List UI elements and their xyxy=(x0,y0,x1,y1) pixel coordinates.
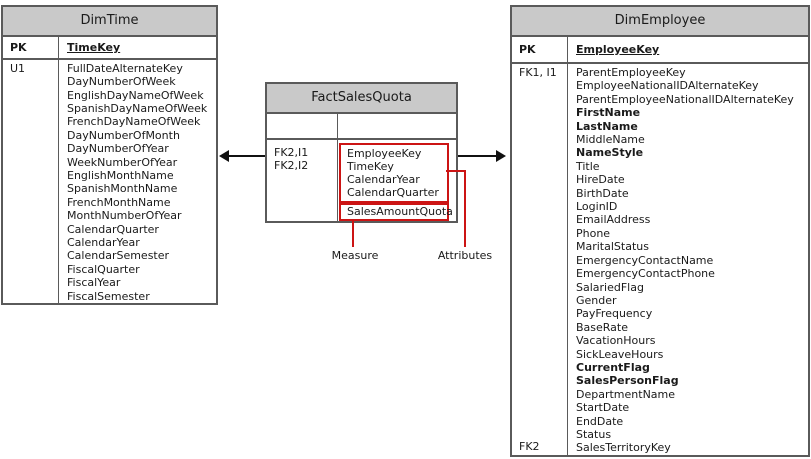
column-name: CalendarSemester xyxy=(67,249,170,263)
column-name: FullDateAlternateKey xyxy=(67,61,183,75)
measure-highlight-box: SalesAmountQuota xyxy=(339,203,453,221)
empty-name-cell xyxy=(338,114,456,138)
key-label: FK2,I1 xyxy=(274,146,309,159)
factsalesquota-table: FactSalesQuota FK2,I1 FK2,I2 EmployeeKey… xyxy=(265,82,458,223)
key-labels-cell: U1 xyxy=(3,59,59,303)
column-name: TimeKey xyxy=(347,160,394,173)
key-label: FK2 xyxy=(519,439,540,453)
column-name: EmergencyContactName xyxy=(576,253,714,267)
column-name: SalesAmountQuota xyxy=(347,205,453,218)
column-name: FiscalSemester xyxy=(67,289,150,303)
relationship-line-right xyxy=(458,155,497,157)
column-name: LastName xyxy=(576,119,638,133)
column-name: WeekNumberOfYear xyxy=(67,155,178,169)
measure-connector-line xyxy=(352,221,354,247)
column-name: SalesPersonFlag xyxy=(576,374,679,388)
column-name: FiscalYear xyxy=(67,276,121,290)
column-name: CalendarYear xyxy=(67,235,140,249)
column-name: CurrentFlag xyxy=(576,360,650,374)
column-name: ParentEmployeeKey xyxy=(576,66,686,79)
column-name: MiddleName xyxy=(576,133,645,147)
column-name: EmergencyContactPhone xyxy=(576,267,715,281)
column-name: EmployeeNationalIDAlternateKey xyxy=(576,79,759,93)
key-labels-cell: FK1, I1 FK2 xyxy=(512,64,568,455)
column-name: EndDate xyxy=(576,414,624,428)
column-name: SpanishMonthName xyxy=(67,182,178,196)
column-name: Phone xyxy=(576,226,611,240)
column-name: EnglishDayNameOfWeek xyxy=(67,88,204,102)
key-labels-cell: FK2,I1 FK2,I2 xyxy=(267,140,338,221)
pk-key-label: PK xyxy=(3,37,59,58)
column-name: CalendarYear xyxy=(347,173,420,186)
column-name: DayNumberOfYear xyxy=(67,142,169,156)
column-name: ParentEmployeeNationalIDAlternateKey xyxy=(576,92,794,106)
column-name: SalesTerritoryKey xyxy=(576,441,671,455)
column-name: SalariedFlag xyxy=(576,280,644,294)
column-name: StartDate xyxy=(576,401,630,415)
column-name: FiscalQuarter xyxy=(67,262,140,276)
relationship-line-left xyxy=(228,155,265,157)
table-title: DimTime xyxy=(3,7,216,37)
key-label: FK1, I1 xyxy=(519,66,557,79)
column-name: CalendarQuarter xyxy=(67,222,159,236)
column-name: EnglishMonthName xyxy=(67,168,174,182)
pk-column-name: EmployeeKey xyxy=(576,43,660,56)
column-name: LoginID xyxy=(576,200,618,214)
pk-column-name: TimeKey xyxy=(67,40,121,54)
column-name: SickLeaveHours xyxy=(576,347,664,361)
column-name: NameStyle xyxy=(576,146,644,160)
column-name: DayNumberOfWeek xyxy=(67,75,176,89)
column-name: EmailAddress xyxy=(576,213,651,227)
relationship-arrowhead-left xyxy=(219,150,229,162)
column-name: FrenchDayNameOfWeek xyxy=(67,115,201,129)
key-label: U1 xyxy=(10,61,26,75)
pk-row: PK EmployeeKey xyxy=(512,37,808,64)
column-name: BirthDate xyxy=(576,186,629,200)
attributes-connector-line-vertical xyxy=(464,170,466,247)
column-name: Gender xyxy=(576,293,617,307)
column-name: PayFrequency xyxy=(576,307,653,321)
column-name: DayNumberOfMonth xyxy=(67,128,180,142)
attributes-label: Attributes xyxy=(437,249,493,262)
column-name: Title xyxy=(576,159,600,173)
empty-pk-row xyxy=(267,114,456,140)
dimtime-table: DimTime PK TimeKey U1 FullDateAlternateK… xyxy=(1,5,218,305)
table-title: DimEmployee xyxy=(512,7,808,37)
table-title: FactSalesQuota xyxy=(267,84,456,114)
attributes-connector-line-horizontal xyxy=(446,170,466,172)
relationship-arrowhead-right xyxy=(496,150,506,162)
column-name: FirstName xyxy=(576,106,641,120)
column-name: SpanishDayNameOfWeek xyxy=(67,101,208,115)
column-name: FrenchMonthName xyxy=(67,195,171,209)
pk-key-label: PK xyxy=(512,37,568,62)
column-name: CalendarQuarter xyxy=(347,186,439,199)
key-label: FK2,I2 xyxy=(274,159,309,172)
column-name: DepartmentName xyxy=(576,387,676,401)
column-name: VacationHours xyxy=(576,334,656,348)
dimemployee-table: DimEmployee PK EmployeeKey FK1, I1 FK2 P… xyxy=(510,5,810,457)
column-name: MonthNumberOfYear xyxy=(67,209,182,223)
column-name: HireDate xyxy=(576,173,625,187)
empty-key-cell xyxy=(267,114,338,138)
column-name: MaritalStatus xyxy=(576,240,649,254)
column-name: BaseRate xyxy=(576,320,629,334)
column-name: Status xyxy=(576,427,612,441)
pk-row: PK TimeKey xyxy=(3,37,216,60)
measure-label: Measure xyxy=(331,249,379,262)
column-name: EmployeeKey xyxy=(347,147,422,160)
